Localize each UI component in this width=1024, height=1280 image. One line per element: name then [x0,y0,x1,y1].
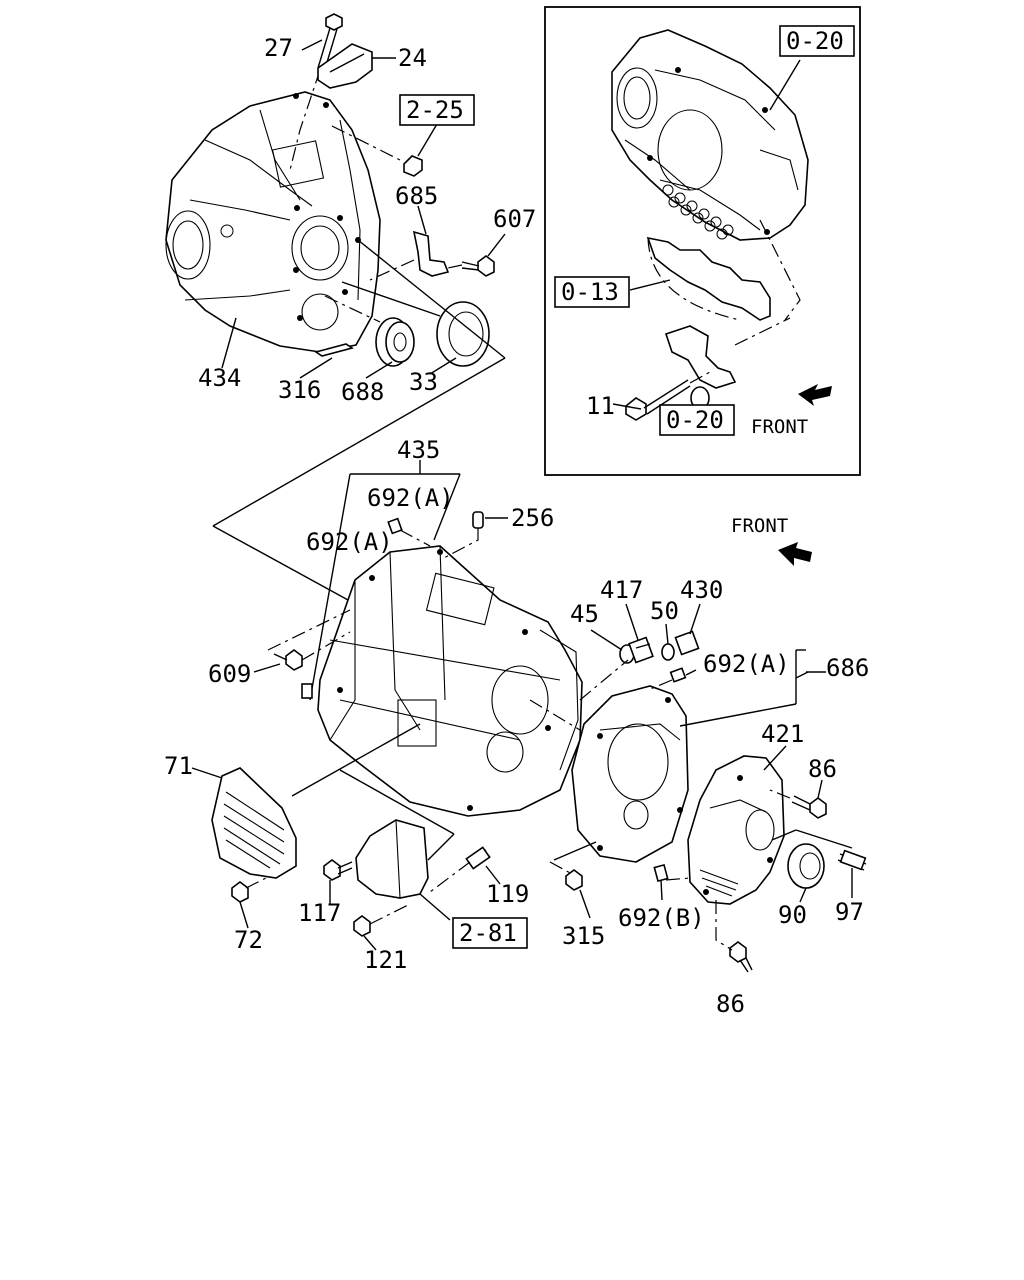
bolt-27 [289,13,343,171]
label-11: 11 [586,392,615,420]
nut-121 [353,903,411,937]
label-45: 45 [570,600,599,628]
cover-24 [317,43,373,89]
pin-692b [653,863,691,883]
bearing-688 [375,317,415,367]
inset-panel [544,6,861,476]
bolt-86-bottom [715,900,753,973]
label-ref-0-20-bottom: 0-20 [666,406,724,434]
ref-box-0-20-top [779,25,855,57]
inset-flywheel-housing [611,29,809,241]
seal-90 [787,843,825,889]
label-688: 688 [341,378,384,406]
stud-97 [837,849,867,871]
label-685: 685 [395,182,438,210]
label-117: 117 [298,899,341,927]
clutch-housing [165,91,381,353]
stud-119 [429,846,491,893]
label-430: 430 [680,576,723,604]
label-315: 315 [562,922,605,950]
extension-housing-421 [687,755,785,905]
label-front-main: FRONT [731,515,788,537]
bolt-2-25 [331,125,423,177]
label-435: 435 [397,436,440,464]
label-316: 316 [278,376,321,404]
label-692a-1: 692(A) [367,484,454,512]
label-692a-2: 692(A) [306,528,393,556]
label-front-inset: FRONT [751,416,808,438]
inset-gasket [646,219,801,321]
label-ref-0-20-top: 0-20 [786,27,844,55]
inset-bracket [664,317,791,410]
cover-2-81 [355,819,429,899]
bracket-685 [369,230,450,281]
label-71: 71 [164,752,193,780]
front-arrow-main-icon [778,542,812,566]
label-33: 33 [409,368,438,396]
label-27: 27 [264,34,293,62]
side-cover-71 [211,767,297,879]
label-686: 686 [826,654,869,682]
oring-50 [661,643,675,661]
label-692a-3: 692(A) [703,650,790,678]
ref-box-0-20-bottom [659,404,735,436]
label-50: 50 [650,597,679,625]
label-692b: 692(B) [618,904,705,932]
bolt-117 [323,859,353,881]
label-434: 434 [198,364,241,392]
label-256: 256 [511,504,554,532]
seal-33 [436,301,490,367]
transmission-case [317,545,583,817]
label-609: 609 [208,660,251,688]
rear-cover-686 [571,685,689,863]
label-417: 417 [600,576,643,604]
plug-417 [628,636,654,664]
label-119: 119 [486,880,529,908]
label-24: 24 [398,44,427,72]
pin-692a-left [301,683,313,699]
bolt-315 [549,861,583,891]
label-86-top: 86 [808,755,837,783]
plug-430 [674,630,700,656]
pin-256 [439,511,484,561]
label-607: 607 [493,205,536,233]
bolt-72 [231,875,271,903]
pin-692a-right [647,667,687,691]
inset-frame [544,6,861,476]
label-ref-2-25: 2-25 [406,96,464,124]
pin-692a-top [387,517,431,547]
label-97: 97 [835,898,864,926]
inset-bolt-11 [625,371,711,421]
ref-box-0-13 [554,276,630,308]
label-421: 421 [761,720,804,748]
plate-316 [314,343,354,357]
label-ref-0-13: 0-13 [561,278,619,306]
label-72: 72 [234,926,263,954]
bolt-607 [447,255,495,277]
ref-box-2-81 [452,917,528,949]
front-arrow-icon [798,384,832,406]
label-86-bottom: 86 [716,990,745,1018]
bolt-86-top [769,789,827,819]
label-ref-2-81: 2-81 [459,919,517,947]
bolt-609 [267,609,351,671]
ref-box-2-25 [399,94,475,126]
label-90: 90 [778,901,807,929]
label-121: 121 [364,946,407,974]
